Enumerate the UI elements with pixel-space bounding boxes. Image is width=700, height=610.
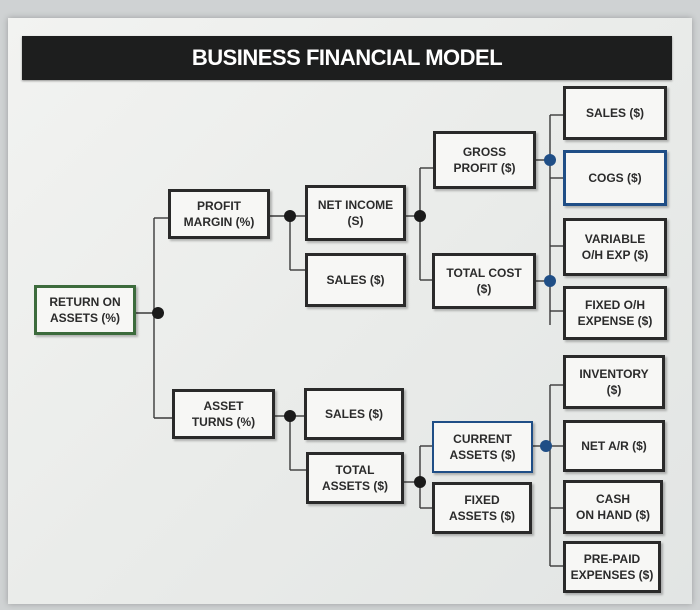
node-inventory: INVENTORY ($)	[563, 355, 665, 409]
node-cash-on-hand: CASH ON HAND ($)	[563, 480, 663, 534]
node-sales-asset-branch: SALES ($)	[304, 388, 404, 440]
node-total-assets: TOTAL ASSETS ($)	[306, 452, 404, 504]
node-gross-profit: GROSS PROFIT ($)	[433, 131, 536, 189]
junction-dot	[544, 275, 556, 287]
node-net-income: NET INCOME (S)	[305, 185, 406, 241]
node-fixed-assets: FIXED ASSETS ($)	[432, 482, 532, 534]
junction-dot	[414, 210, 426, 222]
node-fixed-overhead: FIXED O/H EXPENSE ($)	[563, 286, 667, 340]
title-banner: BUSINESS FINANCIAL MODEL	[22, 36, 672, 80]
junction-dot	[284, 410, 296, 422]
node-prepaid-expenses: PRE-PAID EXPENSES ($)	[563, 541, 661, 593]
junction-dot	[414, 476, 426, 488]
node-current-assets: CURRENT ASSETS ($)	[432, 421, 533, 473]
junction-dot	[540, 440, 552, 452]
node-net-ar: NET A/R ($)	[563, 420, 665, 472]
junction-dot	[544, 154, 556, 166]
diagram-title: BUSINESS FINANCIAL MODEL	[191, 45, 503, 70]
node-variable-overhead: VARIABLE O/H EXP ($)	[563, 218, 667, 276]
node-asset-turns: ASSET TURNS (%)	[172, 389, 275, 439]
junction-dot	[284, 210, 296, 222]
junction-dot	[152, 307, 164, 319]
node-sales-profit-branch: SALES ($)	[305, 253, 406, 307]
node-profit-margin: PROFIT MARGIN (%)	[168, 189, 270, 239]
node-sales-top: SALES ($)	[563, 86, 667, 140]
node-total-cost: TOTAL COST ($)	[432, 253, 536, 309]
node-return-on-assets: RETURN ON ASSETS (%)	[34, 285, 136, 335]
node-cogs: COGS ($)	[563, 150, 667, 206]
